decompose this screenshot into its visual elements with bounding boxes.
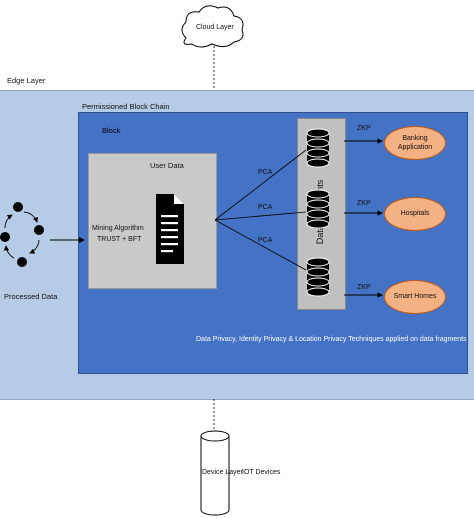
zkp-label-hospitals: ZKP	[357, 200, 371, 207]
privacy-techniques-note: Data Privacy, Identity Privacy & Locatio…	[196, 336, 467, 343]
zkp-label-banking: ZKP	[357, 125, 371, 132]
pca-label-top: PCA	[258, 169, 273, 176]
pca-label-middle: PCA	[258, 204, 273, 211]
database-icon	[306, 128, 330, 297]
zkp-label-smart-homes: ZKP	[357, 284, 371, 291]
pca-label-bottom: PCA	[258, 237, 273, 244]
edge-layer-label: Edge Layer	[7, 76, 46, 85]
trust-bft-label: TRUST + BFT	[97, 236, 142, 243]
mining-algorithm-label: Mining Algorithm	[92, 225, 144, 232]
iot-devices-label: IOT Devices	[242, 469, 281, 476]
cloud-icon	[181, 5, 244, 48]
document-icon	[156, 194, 184, 264]
cylinder-icon	[200, 430, 230, 516]
pca-line-top	[214, 149, 307, 221]
cloud-layer-label: Cloud Layer	[196, 24, 234, 31]
user-data-label: User Data	[150, 161, 184, 170]
pca-line-middle	[214, 211, 307, 221]
smart-homes-node: Smart Homes	[384, 280, 446, 314]
recycle-arrows-icon	[0, 202, 44, 267]
device-layer-label: Device Layer	[202, 469, 243, 476]
banking-application-node: Banking Application	[384, 126, 446, 160]
pca-line-bottom	[214, 219, 307, 271]
permissioned-block-chain-label: Permissioned Block Chain	[82, 102, 170, 111]
hospitals-node: Hospitals	[384, 197, 446, 231]
block-label: Block	[102, 126, 121, 135]
processed-data-label: Processed Data	[4, 292, 58, 301]
